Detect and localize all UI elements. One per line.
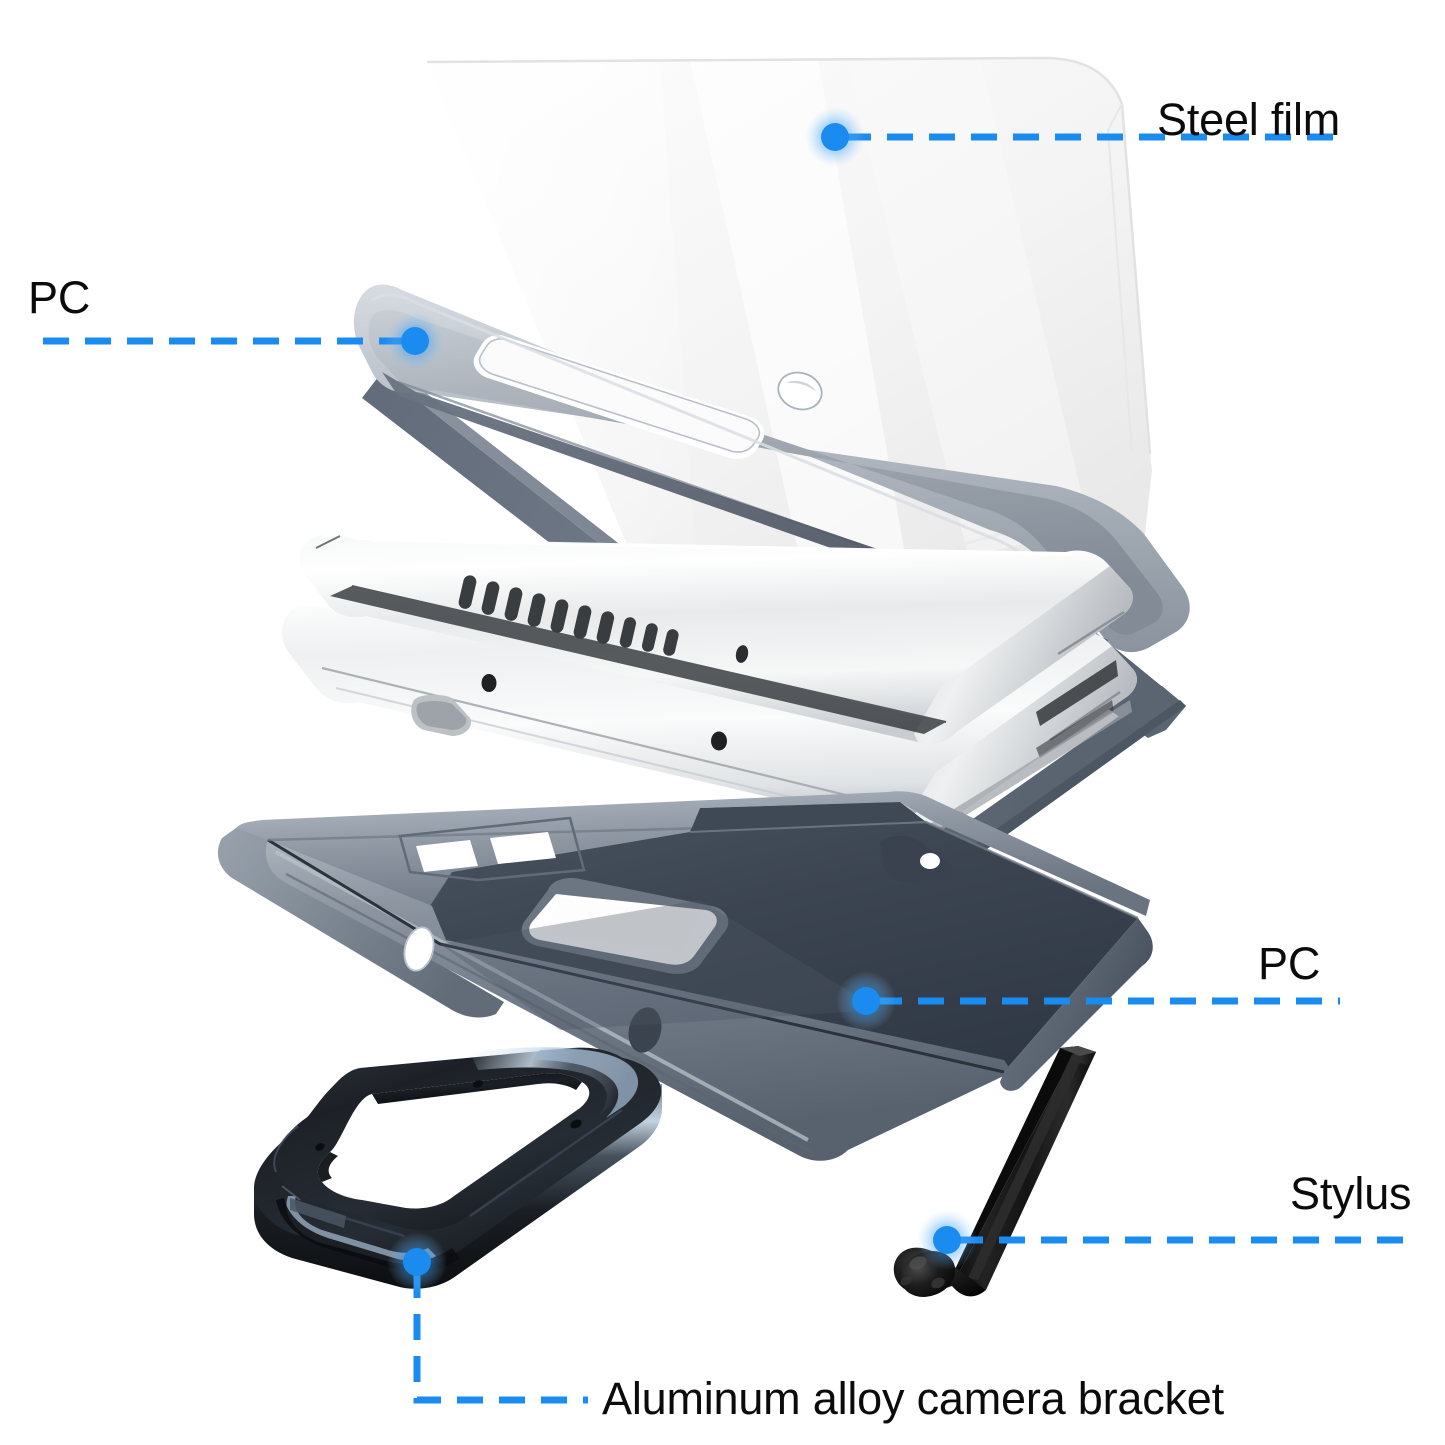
callout-label-aluminum-bracket: Aluminum alloy camera bracket [602, 1373, 1224, 1424]
callout-marker-aluminum-bracket [387, 1232, 447, 1292]
callout-line-bracket [413, 1272, 588, 1404]
callout-lines [30, 133, 1412, 1404]
callout-marker-steel-film [805, 107, 865, 167]
callout-label-stylus: Stylus [1290, 1168, 1412, 1219]
component-aluminum-bracket [254, 1047, 662, 1289]
callout-label-pc-top: PC [28, 272, 91, 323]
callout-markers [385, 107, 977, 1292]
callout-marker-pc-top [385, 311, 445, 371]
callout-label-pc-bottom: PC [1258, 938, 1321, 989]
component-stylus [893, 1046, 1096, 1297]
component-folding-phone [281, 531, 1137, 840]
component-pc-back-cover [217, 791, 1153, 1161]
callout-label-steel-film: Steel film [1157, 94, 1341, 145]
callout-marker-pc-bottom [836, 971, 896, 1031]
callout-marker-stylus [917, 1210, 977, 1270]
